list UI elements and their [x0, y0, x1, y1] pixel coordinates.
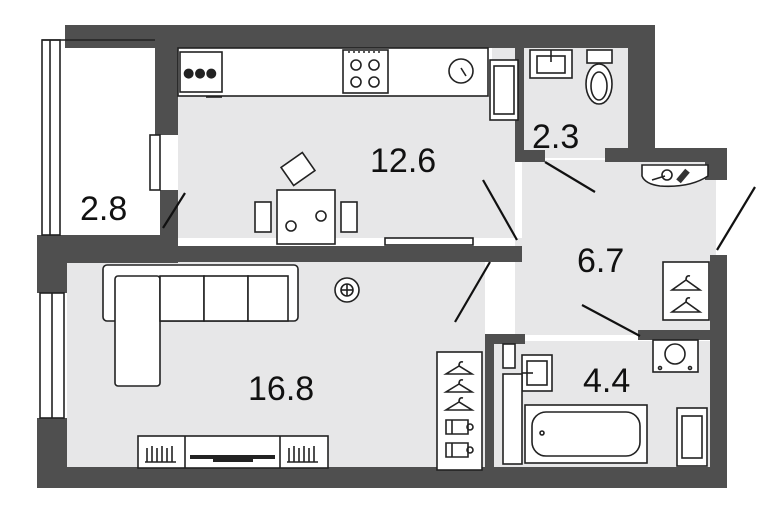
hanger-icon — [443, 379, 475, 393]
dishwasher — [179, 51, 223, 93]
toilet-room: 2.3 — [529, 49, 613, 193]
wall-right-top — [628, 25, 655, 148]
wall-left-pillar — [160, 190, 178, 238]
radiator — [384, 237, 474, 246]
bathroom: 4.4 — [502, 339, 708, 467]
wall-toilet-left — [515, 48, 524, 160]
wall-balcony-bottom — [37, 235, 178, 263]
balcony-door-swing — [162, 192, 186, 229]
wall-left-upper — [155, 25, 178, 135]
dishwasher-dots: ●●● — [183, 66, 217, 81]
chair-left — [254, 201, 272, 233]
wall-toilet-bottom — [515, 150, 545, 162]
balcony-window — [149, 134, 161, 191]
hallway-area-label: 6.7 — [577, 242, 624, 280]
stove-burner — [350, 76, 362, 88]
sofa-seat — [203, 275, 249, 322]
sofa-seat — [247, 275, 289, 322]
kitchen-door-swing — [482, 179, 518, 241]
wall-kitchen-living — [178, 246, 522, 262]
towel-dryer-inner — [681, 415, 703, 459]
balcony-area-label: 2.8 — [80, 190, 127, 228]
tv-base — [213, 459, 253, 462]
hanger-icon — [669, 275, 703, 291]
shoe-icon — [661, 169, 673, 181]
bathroom-door-swing — [581, 304, 641, 337]
toilet-door-swing — [544, 161, 596, 193]
kitchen-area-label: 12.6 — [370, 142, 436, 180]
tv-icon — [190, 455, 275, 459]
hanger-icon — [669, 297, 703, 313]
shoe-brush-icon — [676, 168, 690, 184]
sink-icon — [448, 58, 474, 84]
wall-left-living — [37, 263, 67, 293]
balcony: 2.8 — [41, 39, 186, 236]
wall-bath-top — [485, 334, 525, 344]
bath-cabinet — [502, 373, 523, 465]
toilet-bowl — [585, 63, 613, 105]
hallway-floor-strip — [515, 238, 525, 338]
bathtub-inner — [531, 411, 641, 457]
living-window — [39, 292, 65, 419]
plate — [315, 210, 327, 222]
wall-bottom — [37, 467, 727, 488]
book-stack-icon — [145, 446, 176, 463]
wall-right-lower — [710, 255, 727, 488]
kitchen: ●●● 12.6 — [177, 47, 519, 246]
washing-machine-drum — [664, 343, 686, 365]
living-wardrobe — [436, 351, 483, 471]
wall-right-jog-down — [705, 148, 727, 180]
stove-burner — [368, 59, 380, 71]
living-door-swing — [454, 261, 491, 323]
toilet-seat — [590, 71, 608, 101]
hanger-icon — [443, 397, 475, 411]
shoe-shelf — [641, 164, 709, 188]
toilet-area-label: 2.3 — [532, 118, 579, 156]
wall-bath-left — [485, 334, 494, 474]
chair-top — [279, 151, 317, 187]
shirt-icon-button — [466, 446, 474, 454]
wall-bath-top-right — [638, 330, 710, 340]
washing-machine-button — [657, 365, 663, 371]
shirt-icon-button — [466, 423, 474, 431]
entrance-door-swing — [716, 186, 756, 251]
toilet-tank — [586, 49, 613, 64]
hanger-icon — [443, 361, 475, 375]
kitchen-counter — [177, 47, 489, 97]
stove-burner — [368, 76, 380, 88]
living-area-label: 16.8 — [248, 370, 314, 408]
shirt-icon — [445, 442, 469, 458]
wall-top — [65, 25, 655, 48]
plate — [285, 220, 297, 232]
fridge-inner — [493, 65, 515, 115]
sofa-corner — [114, 275, 161, 387]
bathtub — [524, 404, 648, 464]
sink-drain — [460, 67, 467, 77]
shirt-icon — [445, 419, 469, 435]
chair-right — [340, 201, 358, 233]
sofa-seat — [159, 275, 205, 322]
bath-niche — [502, 343, 516, 369]
walls — [37, 25, 727, 488]
hallway-wardrobe — [662, 261, 710, 321]
bathtub-drain — [539, 430, 545, 436]
shoe-icon-line — [651, 175, 666, 181]
living-room: 16.8 — [102, 264, 483, 471]
wall-right-jog — [605, 148, 727, 162]
washing-machine-button — [687, 365, 693, 371]
balcony-rail-outer — [41, 39, 61, 236]
stove-burner — [350, 59, 362, 71]
hallway: 6.7 — [454, 164, 756, 337]
stove — [342, 49, 389, 94]
bathroom-area-label: 4.4 — [583, 362, 630, 400]
book-stack-icon — [287, 446, 318, 463]
